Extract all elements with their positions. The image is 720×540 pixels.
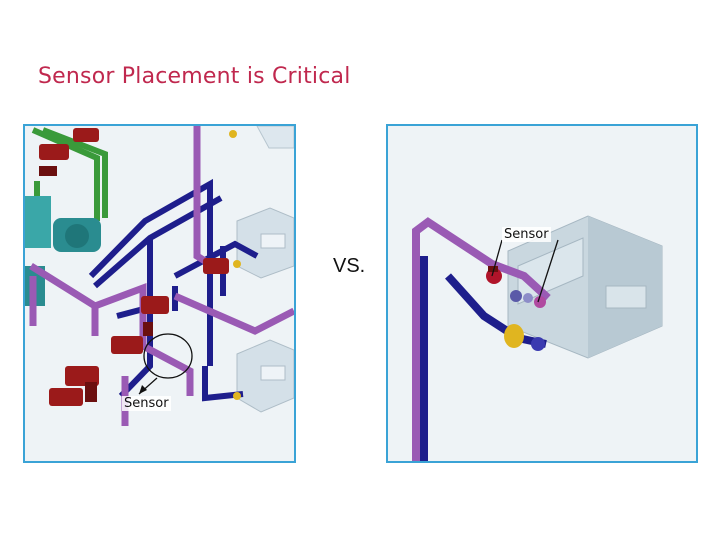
- equipment-unit-bottom: [236, 339, 294, 413]
- right-piping-illustration: [386, 124, 698, 463]
- yellow-valves: [229, 130, 241, 400]
- yellow-pump: [504, 324, 545, 351]
- right-sensor-label: Sensor: [502, 227, 551, 242]
- pump-cluster-top: [39, 128, 99, 176]
- pump-cluster-middle: [111, 258, 229, 354]
- pump-cluster-bottom: [49, 366, 99, 406]
- left-sensor-label: Sensor: [122, 396, 171, 411]
- slide-title: Sensor Placement is Critical: [38, 64, 351, 89]
- right-sensor-marker: [491, 239, 559, 303]
- equipment-unit-middle: [236, 207, 294, 279]
- purple-supply-pipe: [412, 217, 551, 461]
- left-piping-drawing: [25, 126, 294, 426]
- right-piping-drawing: [412, 215, 663, 461]
- equipment-unit: [507, 215, 663, 359]
- sensor-cluster: [510, 290, 546, 308]
- comparison-vs-label: VS.: [333, 255, 366, 277]
- left-piping-illustration: [23, 124, 296, 463]
- equipment-unit-top: [256, 126, 294, 149]
- red-valve: [486, 266, 502, 284]
- left-sensor-marker: [138, 333, 193, 395]
